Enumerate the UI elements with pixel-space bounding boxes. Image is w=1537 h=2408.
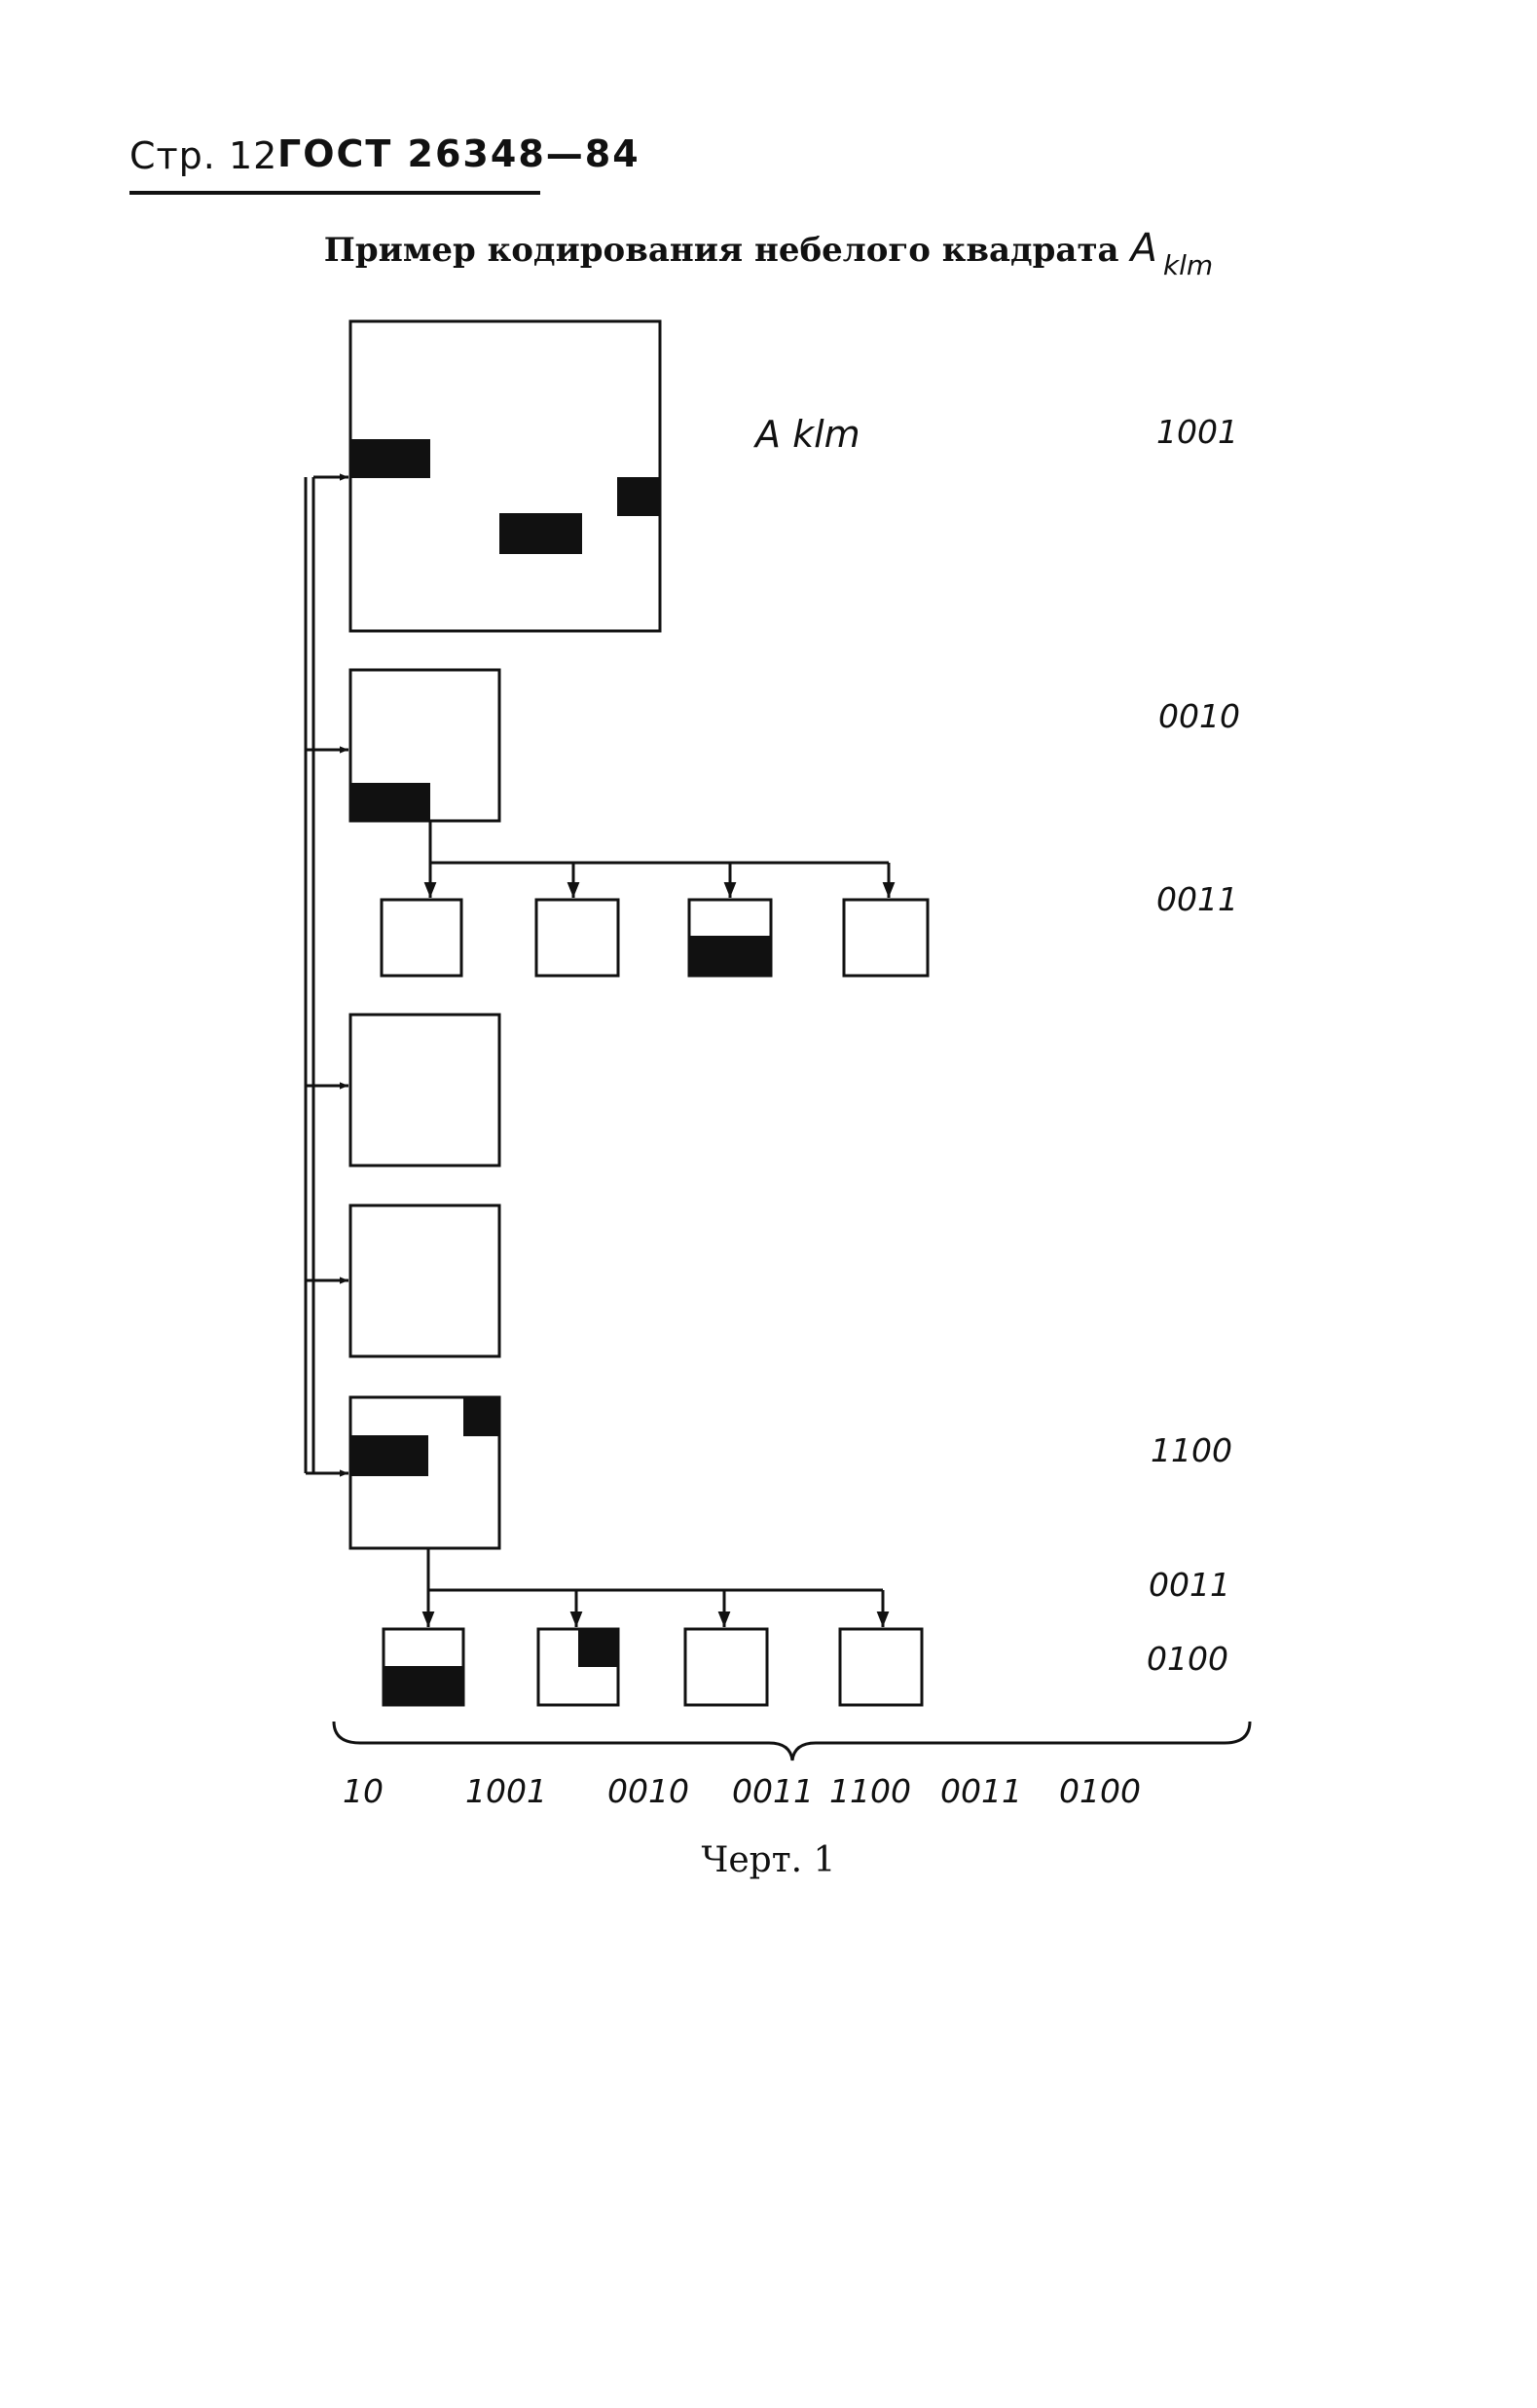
parent-square-label: A klm [755, 413, 860, 456]
figure-caption: Черт. 1 [701, 1840, 836, 1880]
code-bottom-7: 0100 [1059, 1772, 1141, 1810]
code-bottom-5: 1100 [829, 1772, 911, 1810]
code-bottom-4: 0011 [732, 1772, 814, 1810]
figure-title-text: Пример кодирования небелого квадрата [323, 231, 1119, 270]
figure-title-symbol: A [1130, 226, 1157, 271]
code-right-5: 0011 [1149, 1566, 1230, 1604]
fill-parent-right [617, 477, 660, 516]
code-right-6: 0100 [1147, 1640, 1228, 1678]
fill-quadrant-4-right [463, 1397, 499, 1436]
fill-quadrant-1 [350, 783, 430, 821]
fill-subsquare-2-2 [578, 1629, 618, 1667]
summary-brace [332, 1721, 1252, 1761]
code-bottom-3: 0010 [607, 1772, 689, 1810]
subsquare-1-4 [842, 898, 930, 978]
subsquare-1-1 [380, 898, 463, 978]
quadrant-2 [348, 1013, 501, 1167]
code-right-3: 0011 [1156, 880, 1238, 918]
fill-subsquare-1-3 [689, 936, 771, 976]
code-right-1: 1001 [1156, 413, 1238, 451]
fill-parent-middle [499, 513, 582, 554]
code-bottom-1: 10 [343, 1772, 384, 1810]
page-number: Стр. 12 [129, 134, 278, 177]
fill-parent-left [350, 439, 430, 478]
standard-designation: ГОСТ 26348—84 [277, 132, 640, 175]
subsquare-1-2 [534, 898, 620, 978]
fill-subsquare-2-1 [384, 1666, 463, 1705]
code-bottom-2: 1001 [465, 1772, 547, 1810]
quadrant-3 [348, 1204, 501, 1358]
fill-quadrant-4-left [350, 1435, 428, 1476]
subsquare-2-4 [838, 1627, 924, 1707]
header-rule [129, 191, 540, 195]
code-bottom-6: 0011 [940, 1772, 1022, 1810]
code-right-2: 0010 [1158, 697, 1240, 735]
figure-title-subscript: klm [1162, 249, 1214, 281]
code-right-4: 1100 [1151, 1431, 1232, 1469]
subsquare-2-3 [683, 1627, 769, 1707]
